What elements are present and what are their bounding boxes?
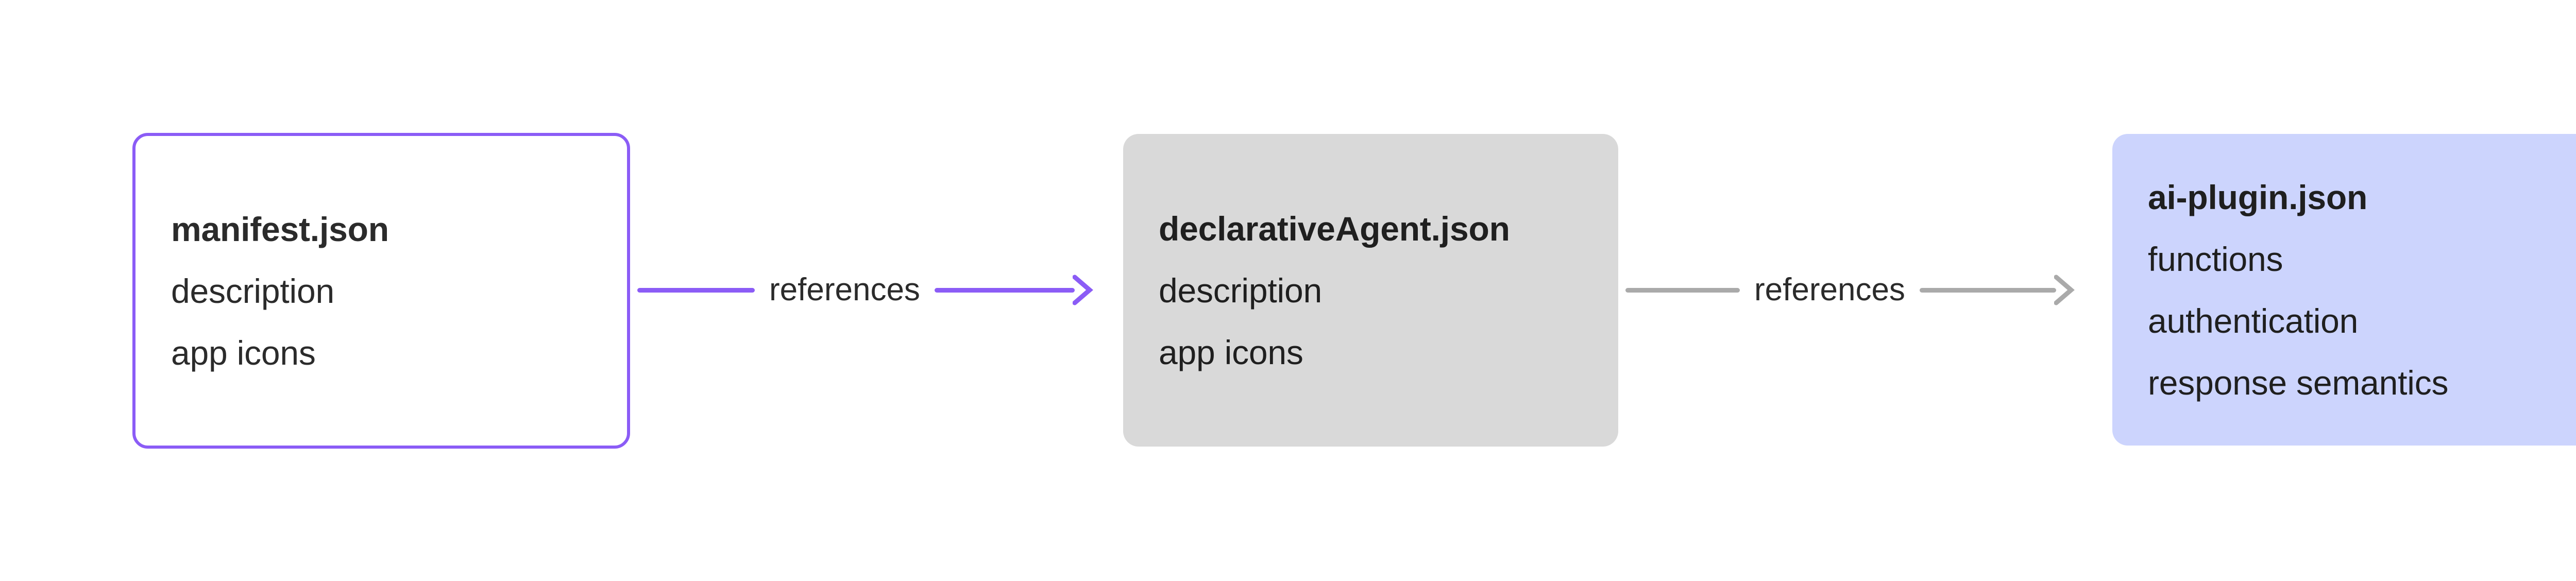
node-manifest-json-line-1: description — [171, 271, 334, 310]
node-declarative-agent-json-content: declarativeAgent.json description app ic… — [1159, 212, 1598, 369]
node-ai-plugin-json-line-1: functions — [2148, 240, 2283, 278]
edge-label-references-2: references — [1754, 272, 1905, 307]
arrow-right-icon — [1072, 275, 1094, 305]
edge-declarative-agent-to-ai-plugin: references — [1625, 259, 2076, 321]
node-declarative-agent-json-line-1: description — [1159, 271, 1322, 310]
node-ai-plugin-json-content: ai-plugin.json functions authentication … — [2148, 180, 2576, 400]
edge-line-segment-left — [637, 287, 755, 293]
node-ai-plugin-json[interactable]: ai-plugin.json functions authentication … — [2112, 134, 2576, 446]
node-manifest-json-content: manifest.json description app icons — [171, 212, 606, 370]
edge-manifest-to-declarative-agent: references — [637, 259, 1094, 321]
node-ai-plugin-json-line-2: authentication — [2148, 301, 2359, 340]
node-declarative-agent-json-line-2: app icons — [1159, 333, 1303, 371]
node-ai-plugin-json-line-3: response semantics — [2148, 363, 2449, 402]
node-manifest-json[interactable]: manifest.json description app icons — [132, 133, 630, 449]
node-manifest-json-line-2: app icons — [171, 333, 316, 372]
edge-label-references-1: references — [769, 272, 920, 307]
node-declarative-agent-json[interactable]: declarativeAgent.json description app ic… — [1123, 134, 1618, 447]
edge-line-segment-right — [1919, 287, 2056, 293]
edge-line-segment-left — [1625, 287, 1740, 293]
node-manifest-json-title: manifest.json — [171, 210, 389, 248]
arrow-right-icon — [2054, 275, 2076, 305]
node-ai-plugin-json-title: ai-plugin.json — [2148, 178, 2368, 216]
edge-line-segment-right — [934, 287, 1075, 293]
node-declarative-agent-json-title: declarativeAgent.json — [1159, 209, 1510, 248]
